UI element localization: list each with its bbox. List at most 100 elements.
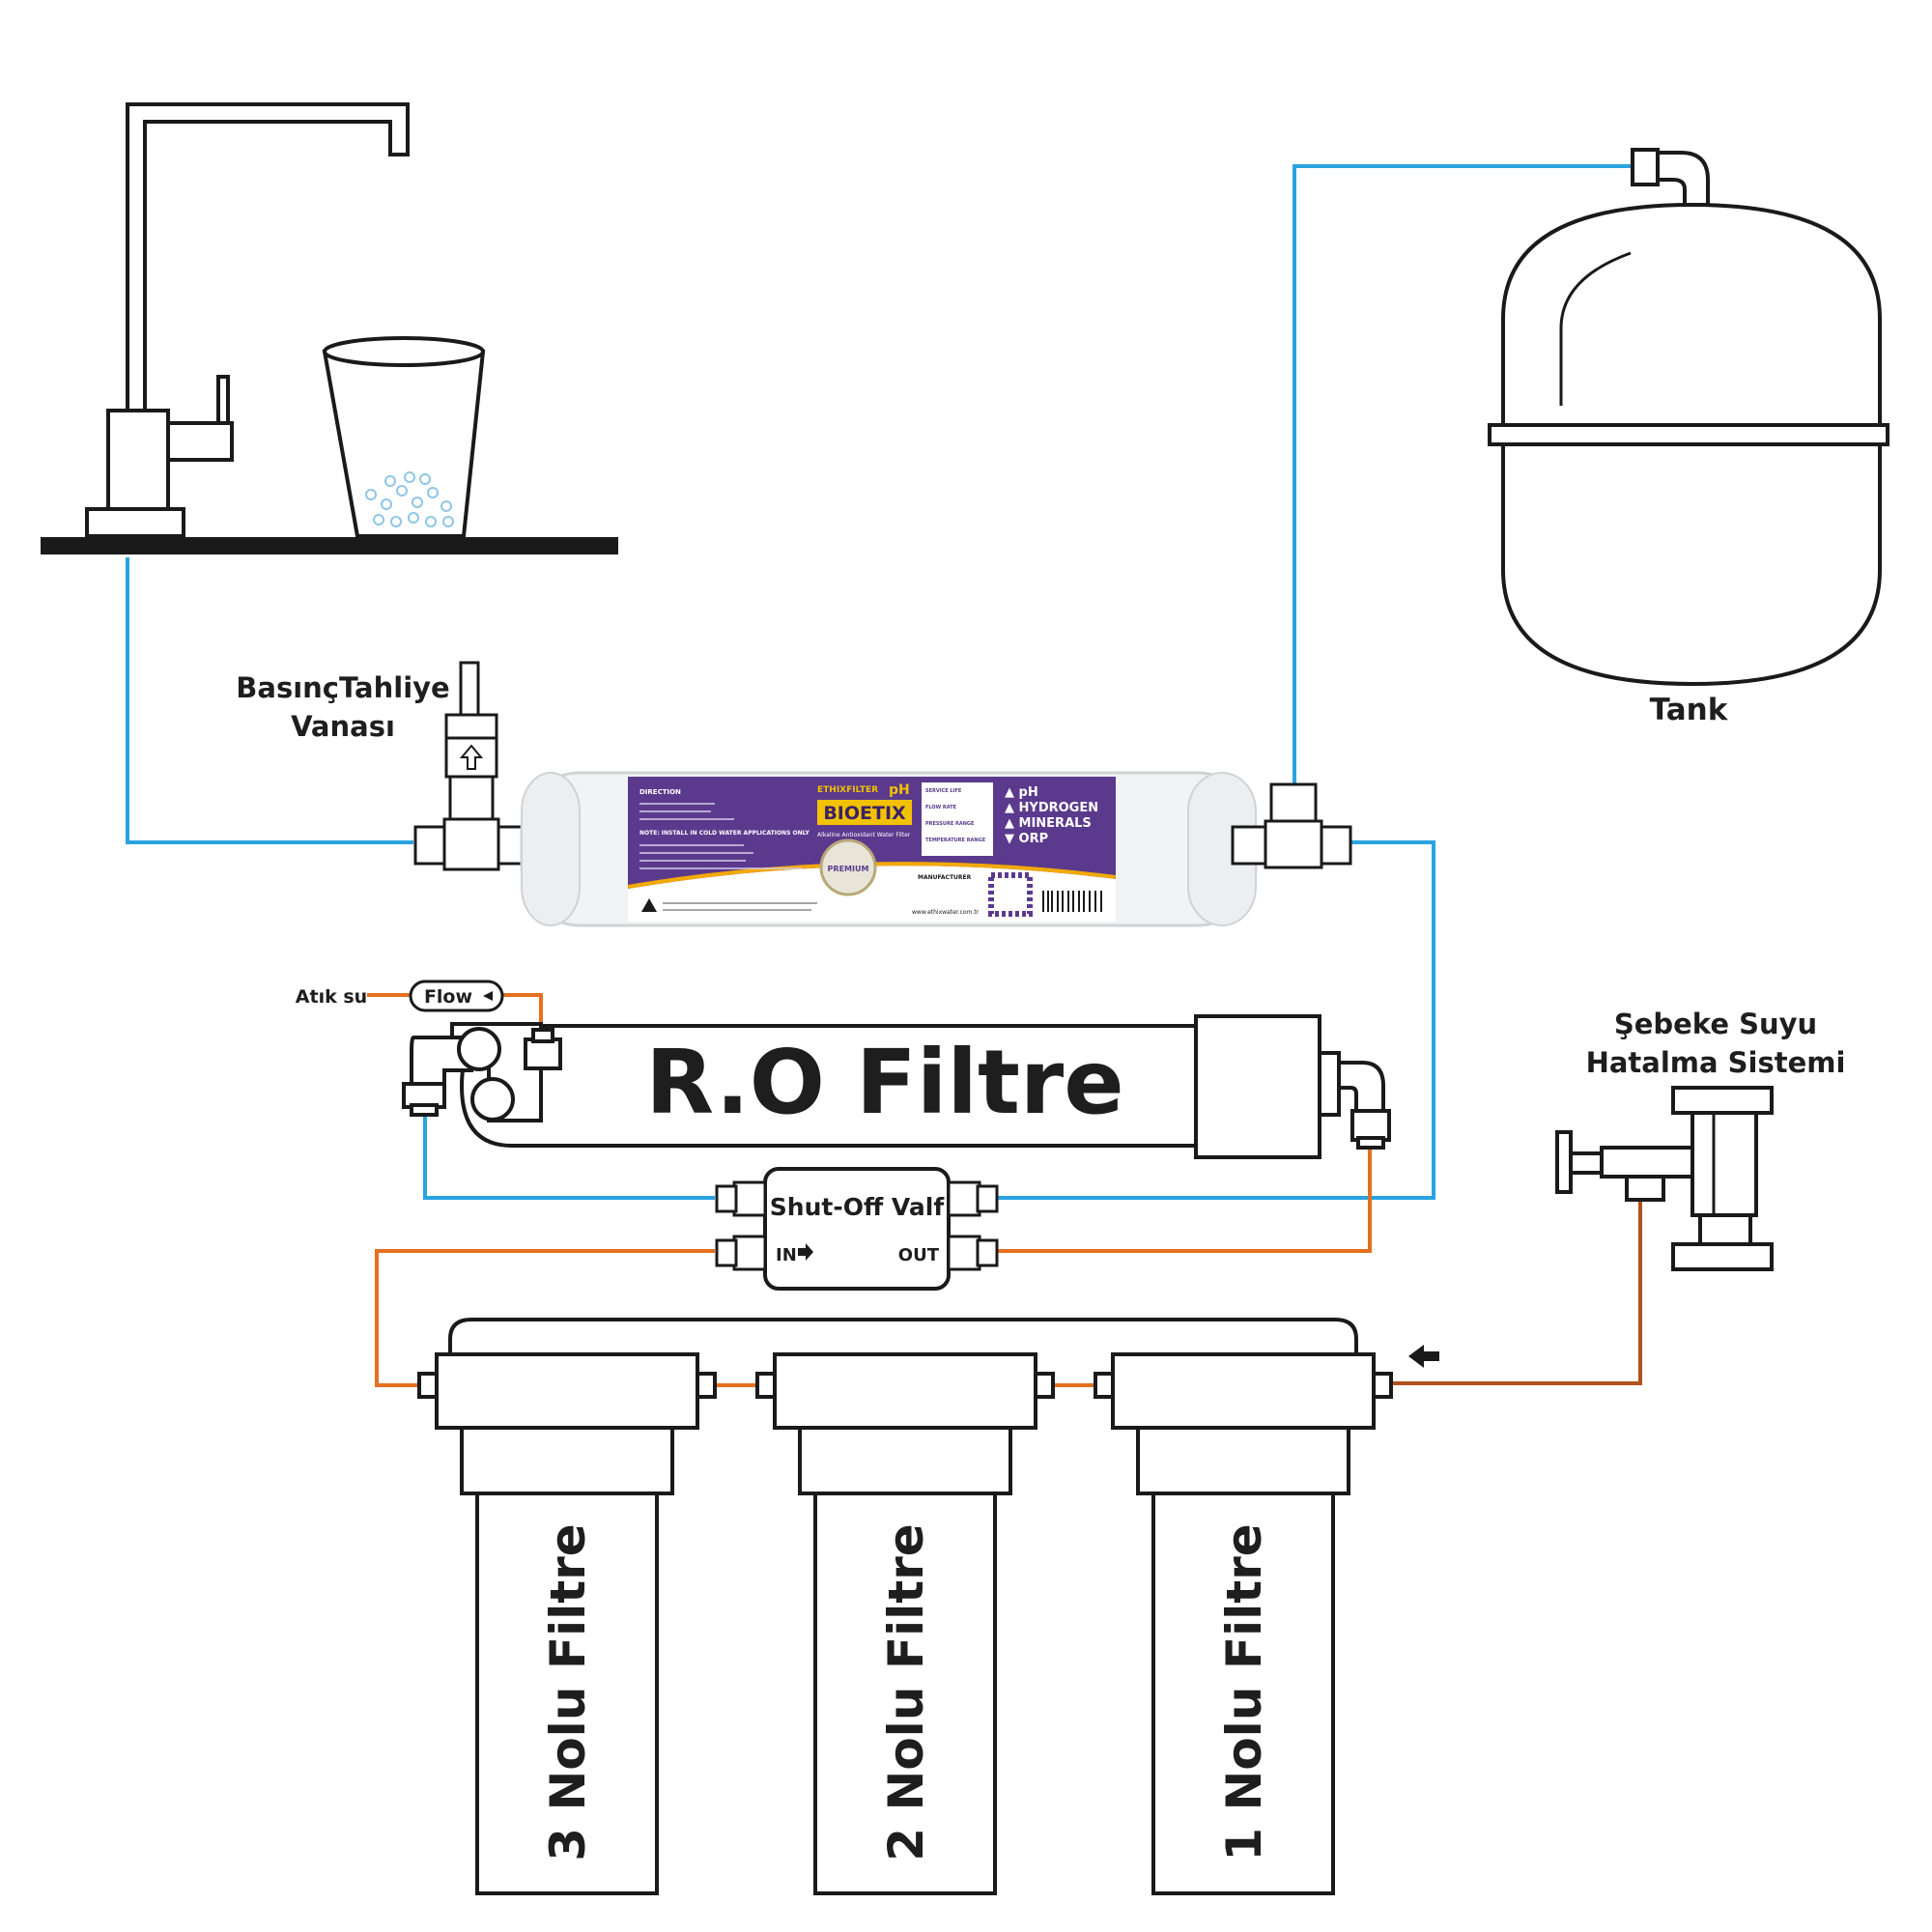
- label-feature-2: ▲ HYDROGEN: [1005, 801, 1098, 815]
- mains-inlet-pipe: [1391, 1198, 1642, 1385]
- glass-bubbles: [365, 471, 454, 527]
- valve-collar: [444, 713, 498, 740]
- ro-inlet-pipe: [997, 1140, 1372, 1253]
- label-spec-box: [922, 782, 993, 856]
- filter-3-outlet-port: [696, 1372, 717, 1399]
- port-top-left: [732, 1180, 767, 1217]
- ro-waste-fitting: [524, 1037, 562, 1070]
- countertop: [41, 537, 618, 554]
- label-direction-title: DIRECTION: [639, 788, 681, 796]
- label-product-box: [817, 800, 912, 825]
- shutoff-valve-label: Shut-Off Valf: [770, 1193, 946, 1221]
- post-filter-pipe: [997, 840, 1435, 1200]
- filter-2-outlet-port: [1034, 1372, 1055, 1399]
- label-ph-tag: pH: [889, 782, 910, 798]
- port-top-right: [947, 1180, 981, 1217]
- tank-valve: [1631, 148, 1660, 186]
- tee-left: [1231, 825, 1267, 866]
- label-barcode: [1042, 891, 1102, 912]
- ro-outlet-nipple: [1318, 1051, 1341, 1117]
- label-temperature-range: TEMPERATURE RANGE: [925, 838, 986, 843]
- ro-cap-knob-bottom: [470, 1077, 515, 1122]
- adapter-handle: [1555, 1130, 1573, 1194]
- tank-label: Tank: [1650, 693, 1729, 727]
- shutoff-valve: Shut-Off Valf IN OUT: [715, 1167, 999, 1291]
- label-feature-3: ▲ MINERALS: [1005, 816, 1092, 831]
- ro-product-elbow: [410, 1036, 473, 1088]
- shutoff-valve-out-label: OUT: [898, 1245, 940, 1265]
- label-note-lines: [639, 844, 802, 869]
- faucet-body: [106, 409, 170, 513]
- label-website: www.ethixwater.com.tr: [912, 909, 980, 916]
- tank-highlight: [1559, 251, 1632, 406]
- filter-3: 3 Nolu Filtre: [417, 1352, 717, 1895]
- flow-arrow-icon: [483, 991, 493, 1001]
- tee-body: [1264, 819, 1323, 869]
- waste-water-label: Atık su: [296, 986, 367, 1008]
- water-glass: [322, 336, 486, 538]
- bioetix-filter: DIRECTION NOTE: INSTALL IN COLD WATER AP…: [520, 771, 1258, 927]
- pre-filters: 3 Nolu Filtre 2 Nolu Filtre 1 Nolu Filtr…: [417, 1318, 1439, 1895]
- storage-tank: Tank: [1488, 148, 1889, 727]
- filter-3-head: [435, 1352, 699, 1430]
- mains-water-adapter: Şebeke Suyu Hatalma Sistemi: [1555, 1008, 1846, 1271]
- filter-1: 1 Nolu Filtre: [1094, 1352, 1393, 1895]
- filter-1-collar: [1136, 1426, 1350, 1495]
- port-top-left-nut: [715, 1184, 738, 1213]
- filter-3-inlet-port: [417, 1372, 439, 1399]
- faucet-handle-mount: [166, 421, 234, 462]
- label-warning-lines: [663, 902, 817, 911]
- port-bottom-right-nut: [976, 1238, 999, 1267]
- mains-label-line2: Hatalma Sistemi: [1586, 1046, 1846, 1079]
- ro-membrane: Atık su Flow R.O Filtre: [296, 980, 1391, 1159]
- glass-outline: [322, 350, 486, 538]
- adapter-bottom-flange: [1671, 1242, 1774, 1271]
- filter-1-label: 1 Nolu Filtre: [1216, 1523, 1272, 1861]
- valve-tee-top: [448, 775, 495, 821]
- pressure-valve-label-line1: BasınçTahliye: [236, 671, 449, 704]
- filter-3-collar: [460, 1426, 674, 1495]
- label-brand: ETHIXFILTER: [817, 785, 878, 795]
- ro-outlet-fitting-nut: [1356, 1136, 1385, 1150]
- faucet-handle: [216, 375, 230, 425]
- faucet-supply-pipe: [126, 557, 413, 844]
- pressure-valve-label-line2: Vanası: [291, 710, 395, 743]
- tank-pipe: [1293, 164, 1631, 787]
- label-flow-rate: FLOW RATE: [925, 805, 957, 810]
- filters-bracket: [448, 1318, 1358, 1352]
- label-service-life: SERVICE LIFE: [925, 788, 962, 794]
- filter-1-head: [1111, 1352, 1376, 1430]
- valve-stem: [459, 661, 480, 723]
- label-qr-code: [988, 872, 1033, 917]
- glass-rim: [323, 336, 485, 367]
- adapter-side-stem: [1600, 1146, 1694, 1179]
- mains-label-line1: Şebeke Suyu: [1614, 1008, 1817, 1040]
- filter-2: 2 Nolu Filtre: [755, 1352, 1055, 1895]
- shutoff-valve-body: [763, 1167, 951, 1291]
- adapter-handle-stem: [1567, 1151, 1604, 1175]
- ro-filter-label: R.O Filtre: [645, 1031, 1123, 1134]
- label-feature-4: ▼ ORP: [1005, 832, 1048, 846]
- warning-icon: [641, 898, 657, 912]
- inlet-arrow-icon: [1408, 1345, 1439, 1368]
- faucet-base: [85, 507, 185, 538]
- label-badge: PREMIUM: [828, 865, 869, 873]
- port-bottom-left-nut: [715, 1238, 738, 1267]
- label-pressure-range: PRESSURE RANGE: [925, 821, 975, 827]
- shutoff-valve-in-label: IN: [776, 1245, 797, 1265]
- pipes: [126, 164, 1642, 1387]
- tank-band: [1488, 423, 1889, 446]
- filter-3-label: 3 Nolu Filtre: [540, 1523, 596, 1861]
- label-direction-lines: [639, 803, 734, 820]
- label-product: BIOETIX: [823, 803, 906, 824]
- filter-2-label: 2 Nolu Filtre: [878, 1523, 934, 1861]
- port-top-right-nut: [976, 1184, 999, 1213]
- ro-outlet-elbow: [1337, 1061, 1385, 1115]
- adapter-outlet-fitting: [1625, 1175, 1665, 1202]
- ro-product-pipe: [423, 1111, 715, 1200]
- adapter-top-flange: [1671, 1086, 1774, 1115]
- ro-product-fitting-nut: [410, 1103, 439, 1117]
- port-bottom-right: [947, 1235, 981, 1271]
- label-premium-seal: [819, 838, 877, 896]
